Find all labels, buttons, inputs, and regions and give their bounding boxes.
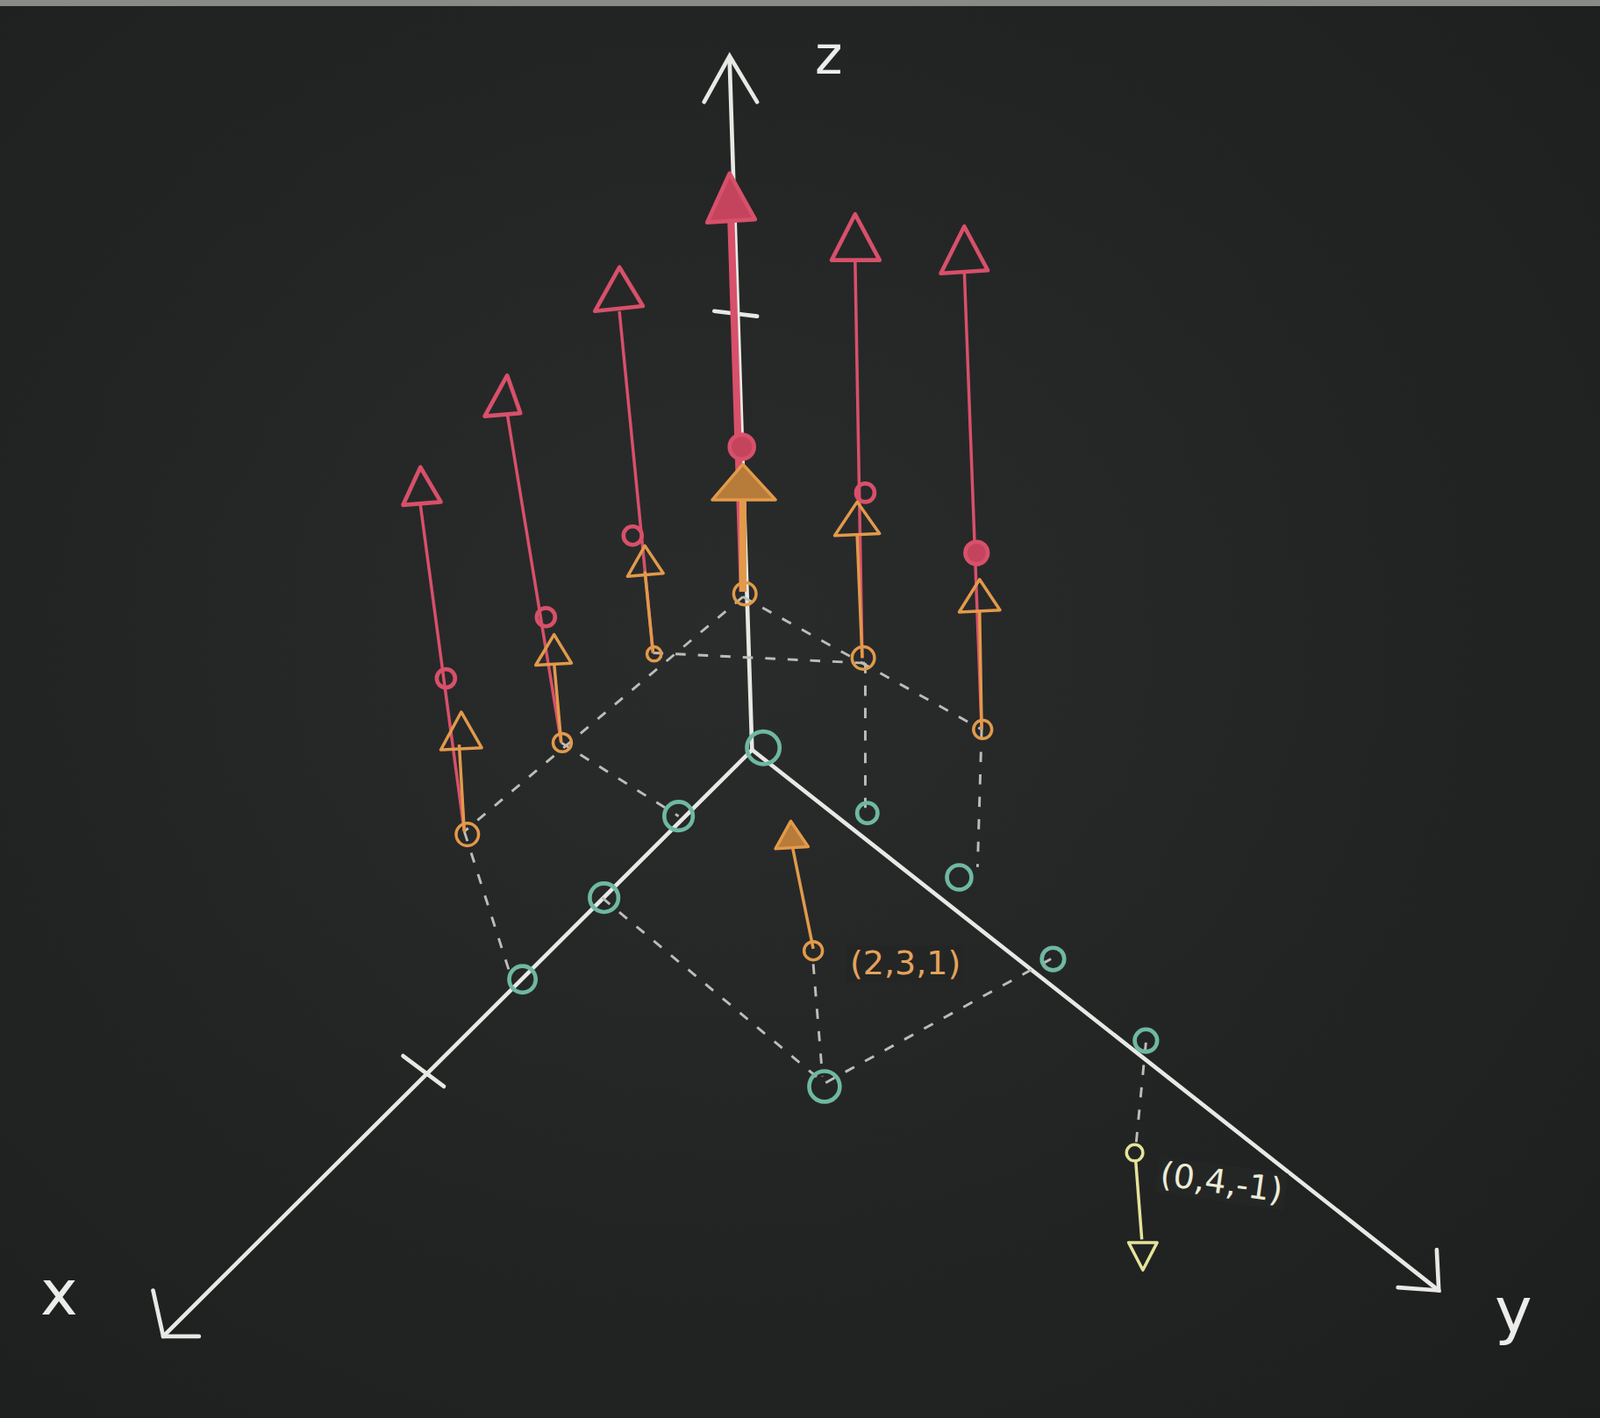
axis-label: x	[36, 1258, 82, 1329]
axis-label: z	[811, 26, 847, 85]
point-label: (2,3,1)	[846, 945, 965, 983]
axis-label: y	[1491, 1276, 1536, 1346]
